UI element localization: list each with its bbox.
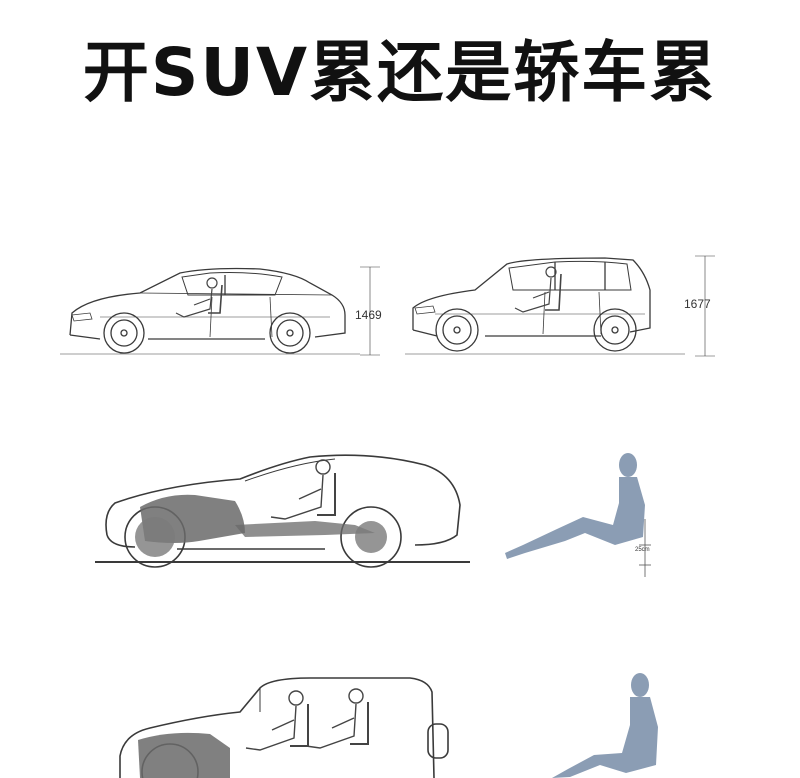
sedan-height-label: 1469 (355, 308, 382, 322)
sedan-seat-posture (495, 445, 670, 580)
sedan-profile (60, 255, 400, 365)
suv-cutaway (110, 660, 470, 778)
suv-seat-posture (530, 665, 670, 778)
sedan-cutaway (95, 445, 470, 570)
sedan-seat-height-label: 25cm (635, 547, 650, 553)
suv-height-label: 1677 (684, 297, 711, 311)
page-title: 开SUV累还是轿车累 (82, 34, 718, 111)
suv-profile (405, 250, 735, 365)
